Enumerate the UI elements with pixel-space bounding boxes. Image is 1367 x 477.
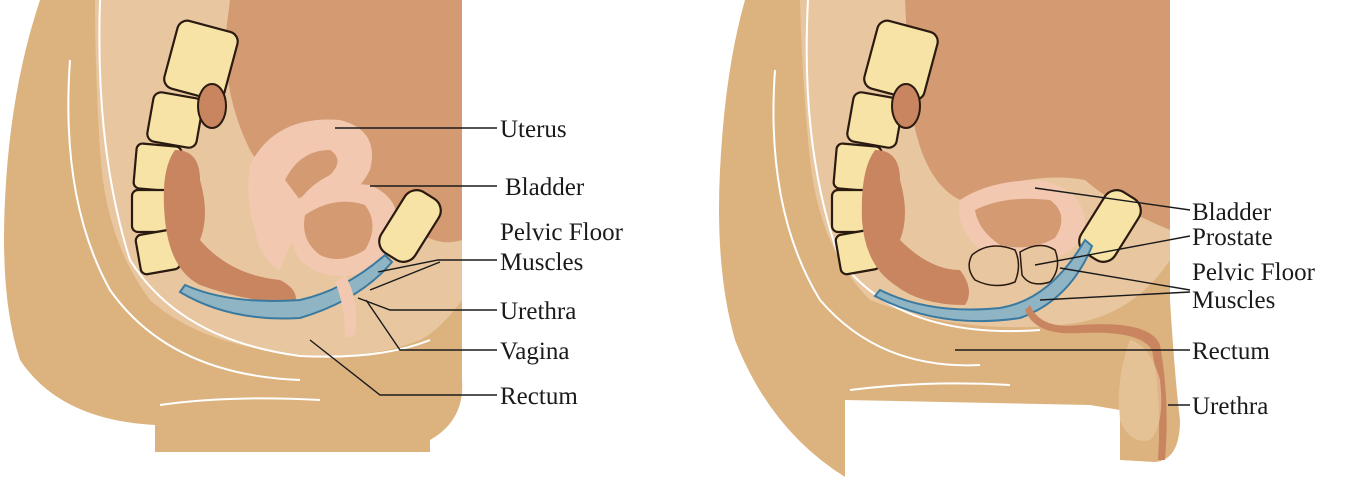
female-labels: Uterus Bladder Pelvic Floor Muscles Uret… bbox=[500, 116, 624, 410]
label-female-rectum: Rectum bbox=[500, 383, 578, 410]
label-male-pelvic-floor-1: Pelvic Floor bbox=[1192, 259, 1316, 286]
female-anatomy-illustration bbox=[4, 0, 462, 452]
male-labels: Bladder Prostate Pelvic Floor Muscles Re… bbox=[1192, 199, 1316, 420]
male-colon-segment bbox=[892, 84, 920, 128]
label-female-uterus: Uterus bbox=[500, 116, 567, 143]
male-anatomy-illustration bbox=[719, 0, 1180, 477]
label-male-pelvic-floor-2: Muscles bbox=[1192, 287, 1275, 314]
female-colon-segment bbox=[198, 84, 226, 128]
label-female-vagina: Vagina bbox=[500, 338, 569, 365]
label-male-bladder: Bladder bbox=[1192, 199, 1272, 226]
male-prostate bbox=[969, 246, 1018, 286]
label-male-rectum: Rectum bbox=[1192, 338, 1270, 365]
label-female-urethra: Urethra bbox=[500, 298, 576, 325]
label-male-urethra: Urethra bbox=[1192, 393, 1268, 420]
label-female-pelvic-floor-2: Muscles bbox=[500, 249, 583, 276]
label-female-pelvic-floor-1: Pelvic Floor bbox=[500, 219, 624, 246]
label-male-prostate: Prostate bbox=[1192, 224, 1273, 251]
label-female-bladder: Bladder bbox=[505, 174, 585, 201]
